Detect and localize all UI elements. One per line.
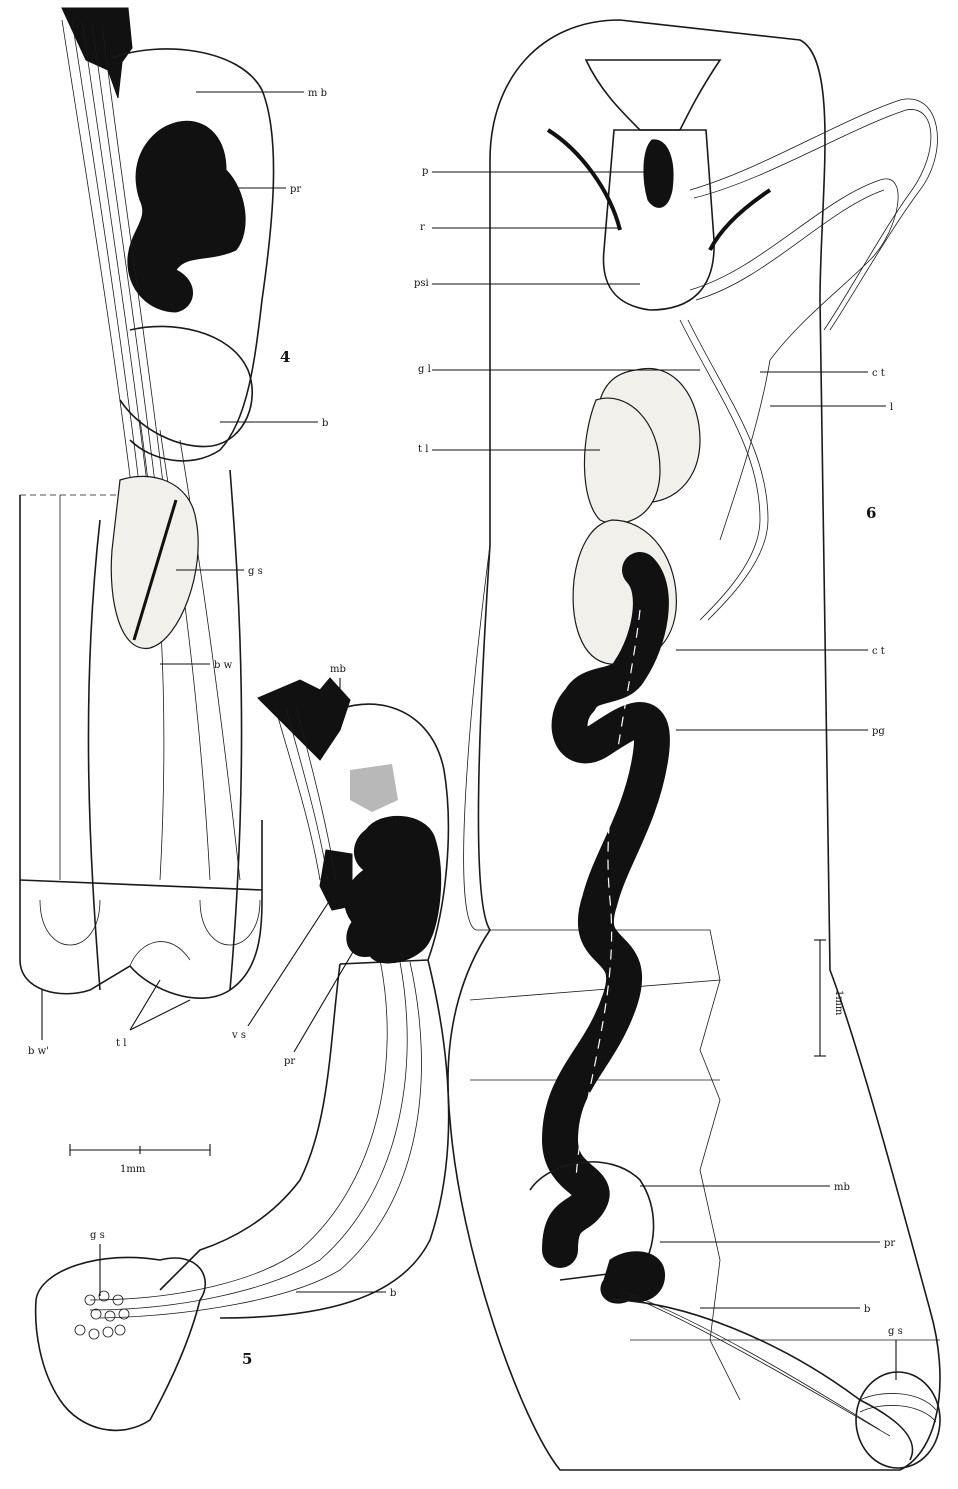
- fig6-label-gl: g l: [418, 364, 431, 375]
- figure-4: m b pr b g s b w b w' t l 4: [20, 8, 328, 1057]
- fig6-pharynx-core: [644, 140, 673, 208]
- fig4-label-bw-prime: b w': [28, 1046, 49, 1057]
- fig4-label-b: b: [322, 418, 328, 429]
- fig5-label-mb: mb: [330, 664, 346, 675]
- fig6-label-gs: g s: [888, 1326, 903, 1337]
- fig6-label-mb: mb: [834, 1182, 850, 1193]
- fig6-prostate: [601, 1252, 665, 1303]
- fig6-label-r: r: [420, 222, 425, 233]
- fig6-label-tl: t l: [418, 444, 428, 455]
- figure-4-number: 4: [280, 348, 290, 366]
- fig5-scale-bar: 1mm: [70, 1144, 210, 1175]
- fig6-label-ct-lower: c t: [872, 646, 885, 657]
- fig5-dark-fringe: [258, 678, 350, 760]
- fig6-scale-label: 1mm: [833, 990, 844, 1016]
- fig5-label-b: b: [390, 1288, 396, 1299]
- fig6-label-pg: pg: [872, 726, 885, 737]
- fig5-label-gs: g s: [90, 1230, 105, 1241]
- fig4-label-bw: b w: [214, 660, 233, 671]
- fig6-label-l: l: [890, 402, 893, 413]
- fig6-label-psi: psi: [414, 278, 429, 289]
- fig5-label-pr: pr: [284, 1056, 295, 1067]
- fig5-label-vs: v s: [231, 1030, 246, 1041]
- fig6-penis-gland: [560, 570, 652, 1250]
- fig6-segments: [464, 545, 940, 1400]
- fig4-label-tl: t l: [116, 1038, 126, 1049]
- fig6-pharynx-funnel: [586, 60, 720, 130]
- fig5-gland-granules: [75, 1291, 129, 1339]
- figure-6: p r psi g l t l c t l c t pg mb pr b g s…: [414, 20, 940, 1470]
- figure-5: mb v s pr g s b 1mm 5: [36, 664, 449, 1430]
- fig5-terminal-bulb: [36, 1257, 206, 1430]
- fig4-label-mb: m b: [308, 88, 327, 99]
- fig4-label-pr: pr: [290, 184, 301, 195]
- fig6-bursa: [610, 1300, 913, 1460]
- fig5-scale-label: 1mm: [120, 1164, 146, 1175]
- fig6-coiled-ducts: [680, 99, 937, 620]
- figure-6-number: 6: [866, 504, 876, 522]
- fig6-label-b: b: [864, 1304, 870, 1315]
- fig6-body-outline: [448, 20, 940, 1470]
- fig4-gland-stippled: [111, 476, 198, 648]
- fig6-retractor-right: [710, 190, 770, 250]
- fig6-label-p: p: [422, 166, 428, 177]
- fig4-label-gs: g s: [248, 566, 263, 577]
- fig6-label-ct-upper: c t: [872, 368, 885, 379]
- fig5-bursa-tube: [160, 964, 340, 1290]
- fig6-scale-bar: 1mm: [814, 940, 844, 1056]
- fig5-grey-stipple: [350, 764, 398, 812]
- fig6-label-pr: pr: [884, 1238, 895, 1249]
- fig4-prostate-mass: [128, 121, 245, 312]
- figure-5-number: 5: [242, 1350, 252, 1368]
- fig6-genital-sac: [856, 1372, 940, 1468]
